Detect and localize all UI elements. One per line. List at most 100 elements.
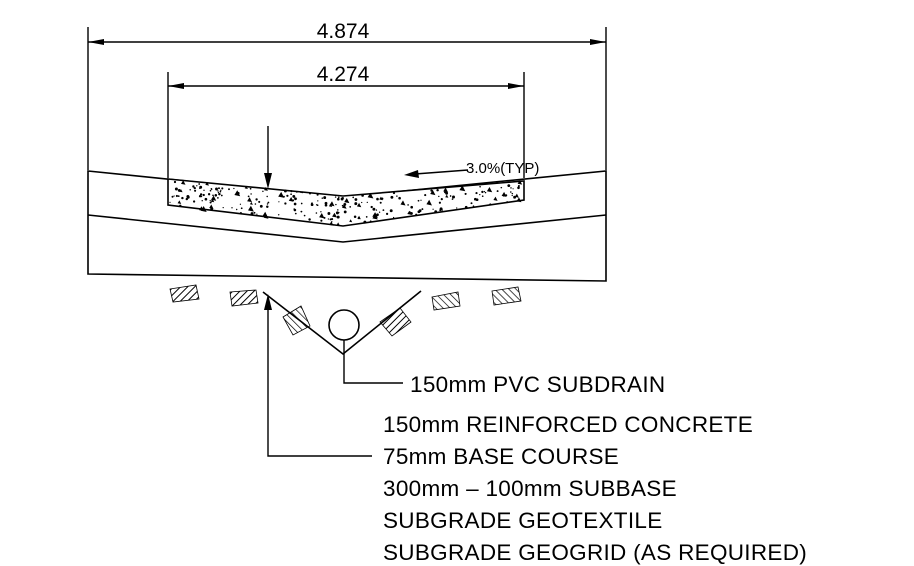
- aggregate-dot: [292, 199, 295, 202]
- aggregate-dot: [361, 201, 363, 204]
- aggregate-dot: [331, 221, 333, 223]
- aggregate-dot: [207, 193, 211, 196]
- aggregate-dot: [512, 188, 514, 190]
- layer-callout-geogrid: SUBGRADE GEOGRID (AS REQUIRED): [383, 540, 807, 565]
- aggregate-dot: [370, 205, 373, 209]
- aggregate-dot: [209, 199, 211, 202]
- aggregate-dot: [185, 197, 188, 201]
- aggregate-dot: [382, 209, 385, 212]
- aggregate-dot: [231, 207, 233, 209]
- aggregate-dot: [510, 191, 512, 193]
- aggregate-dot: [266, 203, 269, 205]
- aggregate-dot: [175, 194, 178, 198]
- hatch-block: [229, 289, 259, 307]
- aggregate-dot: [174, 187, 178, 191]
- aggregate-dot: [517, 185, 520, 187]
- subdrain-callout: 150mm PVC SUBDRAIN: [410, 372, 665, 397]
- aggregate-dot: [293, 202, 297, 206]
- aggregate-dot: [294, 212, 297, 215]
- aggregate-dot: [181, 180, 186, 185]
- aggregate-dot: [489, 203, 492, 206]
- aggregate-dot: [475, 192, 478, 195]
- aggregate-dot: [353, 215, 357, 218]
- layer-callout-base-course: 75mm BASE COURSE: [383, 444, 619, 469]
- aggregate-dot: [320, 211, 322, 213]
- aggregate-dot: [337, 197, 340, 201]
- aggregate-dot: [451, 198, 454, 200]
- aggregate-dot: [217, 191, 220, 194]
- arrow-up-icon: [264, 294, 272, 310]
- aggregate-dot: [341, 204, 344, 207]
- aggregate-dot: [415, 213, 418, 216]
- aggregate-dot: [483, 190, 486, 193]
- aggregate-dot: [179, 189, 183, 193]
- aggregate-dot: [517, 180, 523, 185]
- aggregate-dot: [240, 207, 243, 210]
- aggregate-dot: [308, 218, 311, 221]
- aggregate-dot: [400, 200, 406, 206]
- aggregate-dot: [332, 212, 337, 218]
- layer-callout-subbase: 300mm – 100mm SUBBASE: [383, 476, 677, 501]
- aggregate-dot: [484, 191, 487, 194]
- inner-width-label: 4.274: [317, 63, 370, 86]
- aggregate-dot: [365, 216, 368, 218]
- aggregate-dot: [215, 187, 218, 191]
- aggregate-dot: [284, 202, 287, 205]
- aggregate-dot: [407, 204, 409, 206]
- aggregate-dot: [316, 193, 319, 196]
- aggregate-dot: [233, 187, 235, 190]
- aggregate-dot: [310, 203, 314, 207]
- aggregate-dot: [300, 210, 303, 213]
- aggregate-dot: [496, 190, 499, 193]
- aggregate-dot: [198, 183, 201, 185]
- aggregate-dot: [517, 186, 520, 190]
- aggregate-dot: [506, 201, 509, 204]
- hatch-block: [431, 291, 461, 311]
- aggregate-dot: [337, 209, 339, 211]
- aggregate-dot: [327, 218, 330, 220]
- aggregate-dot: [247, 197, 252, 203]
- aggregate-dot: [239, 211, 242, 215]
- aggregate-dot: [256, 213, 258, 215]
- aggregate-dot: [319, 213, 325, 219]
- aggregate-dot: [199, 185, 203, 189]
- aggregate-dot: [329, 221, 334, 226]
- aggregate-dot: [459, 185, 466, 192]
- layer-callout-geotextile: SUBGRADE GEOTEXTILE: [383, 508, 663, 533]
- arrow-left-icon: [88, 39, 104, 45]
- aggregate-dot: [201, 200, 203, 202]
- aggregate-dot: [323, 196, 327, 200]
- aggregate-dot: [335, 211, 339, 215]
- aggregate-dot: [283, 189, 287, 193]
- aggregate-dot: [456, 207, 458, 209]
- aggregate-dot: [259, 204, 263, 208]
- aggregate-dot: [344, 198, 350, 204]
- aggregate-dot: [424, 194, 427, 197]
- aggregate-dot: [321, 197, 324, 199]
- aggregate-dot: [234, 190, 241, 197]
- aggregate-dot: [254, 203, 257, 205]
- subgrade-hatching: [169, 284, 522, 337]
- aggregate-dot: [331, 218, 334, 221]
- aggregate-dot: [357, 216, 361, 220]
- aggregate-dot: [449, 195, 452, 197]
- aggregate-dot: [464, 192, 467, 195]
- aggregate-dot: [398, 196, 401, 200]
- aggregate-dot: [392, 216, 395, 219]
- aggregate-dot: [266, 195, 268, 198]
- aggregate-dot: [221, 187, 224, 190]
- aggregate-dot: [204, 197, 208, 201]
- aggregate-dot: [303, 214, 306, 217]
- aggregate-dot: [186, 195, 190, 198]
- aggregate-dot: [426, 199, 432, 206]
- aggregate-dot: [317, 200, 319, 202]
- aggregate-dot: [228, 188, 230, 191]
- aggregate-dot: [510, 187, 512, 189]
- slope-label: 3.0%(TYP): [466, 160, 539, 177]
- aggregate-dot: [210, 207, 214, 211]
- aggregate-dot: [217, 190, 219, 192]
- aggregate-dot: [196, 185, 198, 187]
- aggregate-dot: [514, 193, 519, 198]
- aggregate-dot: [410, 205, 414, 209]
